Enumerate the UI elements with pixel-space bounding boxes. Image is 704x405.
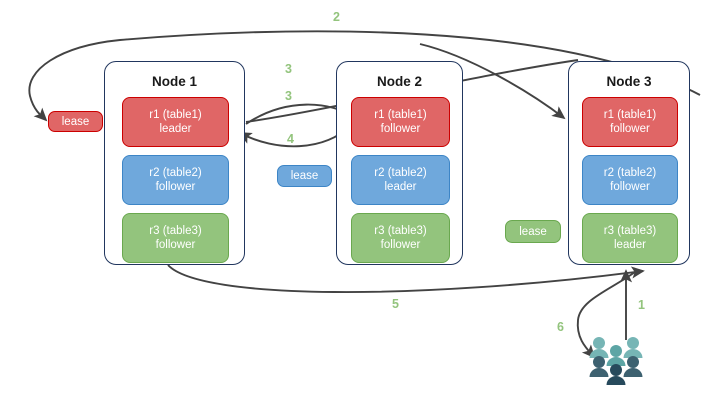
edge-label-5: 5 <box>392 297 399 311</box>
edge-label-3-lower: 3 <box>285 89 292 103</box>
node-container-node1[interactable]: Node 1 r1 (table1) leader r2 (table2) fo… <box>104 61 245 265</box>
edge-label-1: 1 <box>638 298 645 312</box>
replica-name: r3 (table3) <box>374 224 427 237</box>
lease-badge-blue[interactable]: lease <box>277 165 332 187</box>
replica-role: follower <box>155 239 196 251</box>
replica-role: follower <box>610 123 650 135</box>
people-group-icon <box>586 336 648 388</box>
replica-r1-node3[interactable]: r1 (table1) follower <box>582 97 678 147</box>
replica-r2-node2[interactable]: r2 (table2) leader <box>351 155 450 205</box>
replica-name: r1 (table1) <box>374 108 427 121</box>
people-front-outer-pair <box>589 356 643 377</box>
replica-name: r1 (table1) <box>603 108 657 121</box>
edge-label-4: 4 <box>287 132 294 146</box>
replica-role: follower <box>380 123 421 135</box>
replica-role: leader <box>384 181 417 193</box>
replica-r3-node3[interactable]: r3 (table3) leader <box>582 213 678 263</box>
lease-label: lease <box>519 225 547 238</box>
replica-name: r2 (table2) <box>374 166 427 179</box>
node-title: Node 2 <box>376 74 422 89</box>
replica-r1-node1[interactable]: r1 (table1) leader <box>122 97 229 147</box>
node-title: Node 1 <box>151 74 197 89</box>
lease-badge-red[interactable]: lease <box>48 111 103 132</box>
people-back-row <box>589 337 643 358</box>
replica-r1-node2[interactable]: r1 (table1) follower <box>351 97 450 147</box>
replica-r2-node3[interactable]: r2 (table2) follower <box>582 155 678 205</box>
lease-label: lease <box>290 170 319 182</box>
people-front-centre-figure <box>606 364 626 385</box>
replica-role: follower <box>155 181 196 193</box>
edge-label-6: 6 <box>557 320 564 334</box>
edge-label-3-upper: 3 <box>285 62 292 76</box>
lease-badge-green[interactable]: lease <box>505 220 561 243</box>
people-icon <box>589 337 643 385</box>
replica-name: r3 (table3) <box>603 224 657 237</box>
edge-label-2: 2 <box>333 10 340 24</box>
replica-r3-node2[interactable]: r3 (table3) follower <box>351 213 450 263</box>
replica-name: r2 (table2) <box>603 166 657 179</box>
replica-role: leader <box>614 239 646 251</box>
replica-name: r1 (table1) <box>149 108 202 121</box>
node-container-node3[interactable]: Node 3 r1 (table1) follower r2 (table2) … <box>568 61 690 265</box>
node-title: Node 3 <box>606 74 652 89</box>
replica-role: follower <box>610 181 650 193</box>
replica-role: follower <box>380 239 421 251</box>
edge-5-path <box>167 264 645 294</box>
lease-label: lease <box>61 115 90 128</box>
people-middle-figure <box>606 345 626 366</box>
replica-r2-node1[interactable]: r2 (table2) follower <box>122 155 229 205</box>
node-container-node2[interactable]: Node 2 r1 (table1) follower r2 (table2) … <box>336 61 463 265</box>
replica-name: r3 (table3) <box>149 224 202 237</box>
replica-r3-node1[interactable]: r3 (table3) follower <box>122 213 229 263</box>
replica-name: r2 (table2) <box>149 166 202 179</box>
replica-role: leader <box>159 123 192 135</box>
